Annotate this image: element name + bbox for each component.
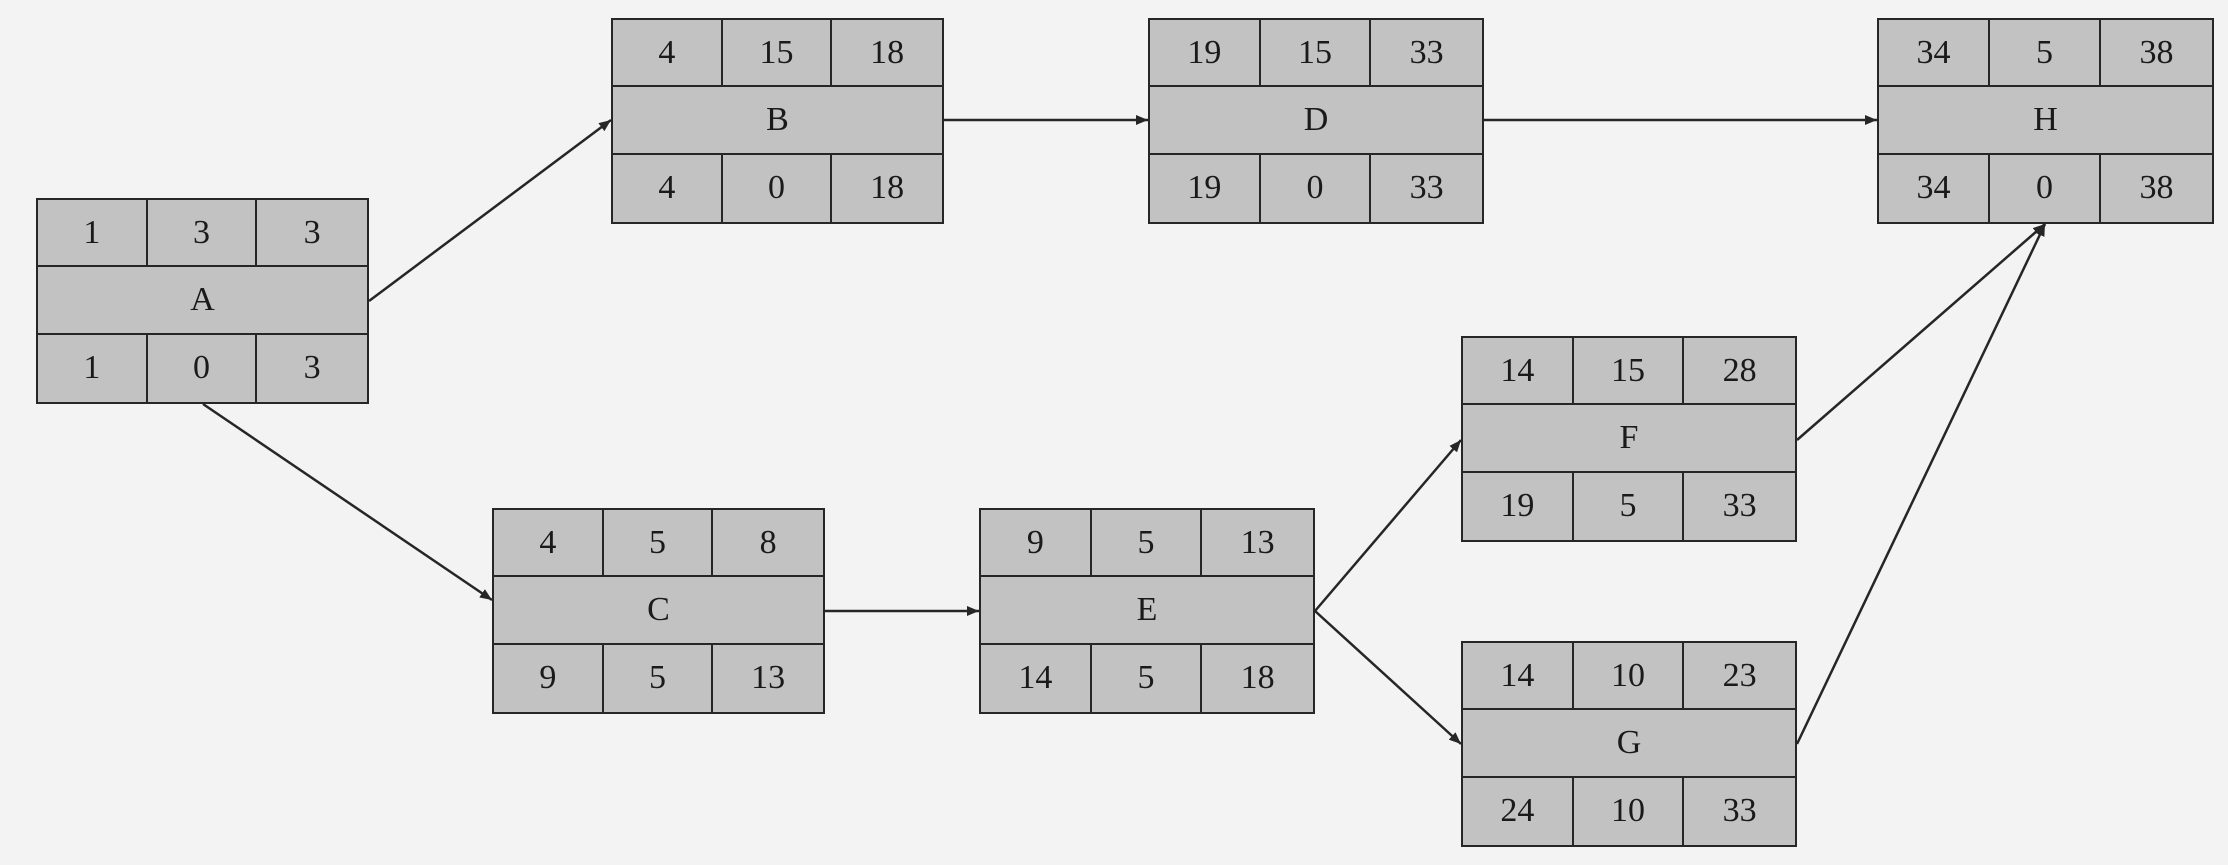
node-f-bottom-1: 19 [1463, 472, 1574, 540]
node-a-top-3: 3 [257, 200, 367, 268]
node-c-bottom-1: 9 [494, 644, 604, 712]
node-c-label: C [494, 577, 823, 645]
node-f-bottom-3: 33 [1722, 487, 1757, 525]
node-g-top-1: 14 [1463, 643, 1574, 711]
node-f-bottom-2: 5 [1574, 472, 1685, 540]
node-d-bottom-2: 0 [1261, 154, 1372, 222]
node-e-top-1: 9 [981, 510, 1092, 578]
node-f-top-2: 15 [1573, 338, 1685, 406]
edge-a-to-b [368, 118, 612, 303]
edge-e-to-f [1314, 439, 1462, 612]
node-e-top-2: 5 [1091, 510, 1203, 578]
node-h-bottom-3: 38 [2139, 169, 2174, 207]
node-b-bottom-1: 4 [613, 154, 723, 222]
node-h-top-3: 38 [2101, 20, 2212, 88]
node-f-top-1: 14 [1463, 338, 1574, 406]
node-b-top-1: 4 [613, 20, 723, 88]
node-d-top-3: 33 [1371, 20, 1482, 88]
node-e-top-3: 13 [1202, 510, 1313, 578]
node-g-bottom-3: 33 [1722, 792, 1757, 830]
node-a-label: A [38, 267, 367, 335]
node-b-top-2: 15 [722, 20, 833, 88]
node-c-top-3: 8 [713, 510, 823, 578]
node-a-bottom-3: 3 [303, 349, 321, 387]
node-e-bottom-2: 5 [1092, 644, 1203, 712]
node-d-bottom-3: 33 [1409, 169, 1444, 207]
node-b-bottom-2: 0 [723, 154, 833, 222]
edge-g-to-h [1795, 223, 2047, 745]
edge-e-to-g [1314, 610, 1462, 745]
node-g-top-2: 10 [1573, 643, 1685, 711]
node-c-bottom-2: 5 [604, 644, 714, 712]
node-g-bottom-1: 24 [1463, 777, 1574, 845]
node-d-label: D [1150, 87, 1482, 155]
node-a-top-1: 1 [38, 200, 148, 268]
node-a-bottom-1: 1 [38, 334, 148, 402]
node-a-top-2: 3 [147, 200, 258, 268]
node-a-bottom-2: 0 [148, 334, 258, 402]
node-b-top-3: 18 [832, 20, 942, 88]
node-g-top-3: 23 [1684, 643, 1795, 711]
node-e-bottom-3: 18 [1240, 659, 1275, 697]
edge-a-to-c [202, 402, 493, 602]
node-c-top-2: 5 [603, 510, 714, 578]
node-h-top-1: 34 [1879, 20, 1990, 88]
node-h-label: H [1879, 87, 2212, 155]
node-b-label: B [613, 87, 942, 155]
node-b-bottom-3: 18 [870, 169, 905, 207]
node-d-top-1: 19 [1150, 20, 1261, 88]
node-h-bottom-1: 34 [1879, 154, 1990, 222]
node-f-label: F [1463, 405, 1795, 473]
node-g-bottom-2: 10 [1574, 777, 1685, 845]
node-f-top-3: 28 [1684, 338, 1795, 406]
node-e-bottom-1: 14 [981, 644, 1092, 712]
node-c-bottom-3: 13 [751, 659, 786, 697]
node-d-top-2: 15 [1260, 20, 1372, 88]
node-h-top-2: 5 [1990, 20, 2101, 88]
node-e-label: E [981, 577, 1313, 645]
node-c-top-1: 4 [494, 510, 604, 578]
node-d-bottom-1: 19 [1150, 154, 1261, 222]
edge-f-to-h [1796, 223, 2046, 441]
node-g-label: G [1463, 710, 1795, 778]
node-h-bottom-2: 0 [1990, 154, 2101, 222]
